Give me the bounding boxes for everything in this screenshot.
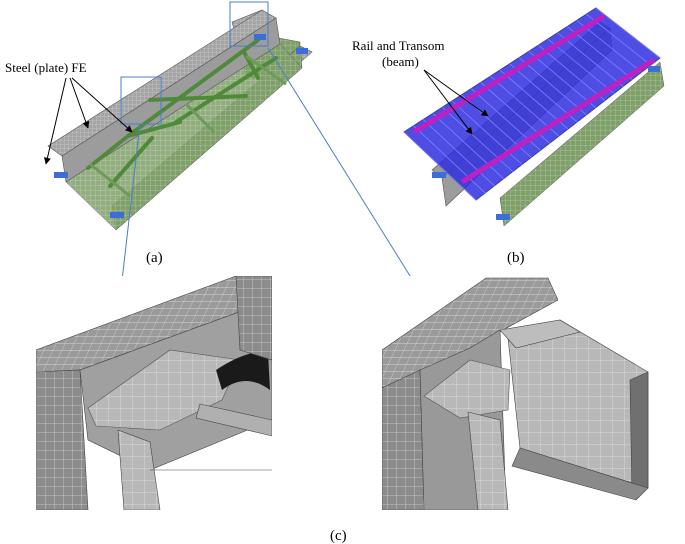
zoom-detail-right <box>382 276 658 510</box>
transom-slat <box>557 32 624 87</box>
caption-a: (a) <box>146 250 163 266</box>
label-rail-transom-line1: Rail and Transom <box>352 38 444 53</box>
zoom-left-stiffener <box>117 429 161 510</box>
supports-a <box>54 34 308 218</box>
zoom-left-opening <box>216 351 270 390</box>
zoom-left-web <box>36 369 89 510</box>
zoom-right-bottom-flange <box>511 447 649 501</box>
callout-arrow-left <box>116 123 141 299</box>
transom-slat <box>442 106 514 172</box>
transom-slat <box>518 57 587 116</box>
transom-slat <box>528 51 596 109</box>
transom-slat <box>509 63 578 123</box>
transom-slat <box>566 26 633 80</box>
callout-arrow-right <box>267 47 431 309</box>
callout-box-right <box>229 1 269 47</box>
transoms <box>403 7 661 201</box>
zoom-right-web <box>382 369 425 510</box>
zoom-right-beam-flange <box>499 319 581 349</box>
annotation-arrows-b <box>423 69 489 135</box>
transom-slat <box>595 7 661 59</box>
label-rail-transom-line2: (beam) <box>382 54 419 69</box>
callout-box-left <box>120 76 162 125</box>
transom-slat <box>538 44 606 101</box>
zoom-right-gusset <box>423 359 511 419</box>
transom-slat <box>432 113 504 179</box>
transom-slat <box>547 38 615 94</box>
model-b-rail-transom <box>403 7 665 227</box>
zoom-detail-left <box>36 276 272 510</box>
zoom-right-beam-end <box>629 371 649 497</box>
label-steel-plate-fe: Steel (plate) FE <box>5 60 87 75</box>
caption-c: (c) <box>330 528 347 544</box>
rail-left <box>412 13 606 135</box>
supports-b <box>432 66 660 220</box>
rail-right <box>460 57 656 185</box>
zoom-right-stiffener <box>467 411 509 510</box>
annotation-arrows-a <box>44 77 133 165</box>
transom-slat <box>576 20 642 73</box>
zoom-right-top-flange <box>382 277 559 389</box>
transverse-frames <box>89 54 287 198</box>
transom-slat <box>403 131 477 201</box>
model-a-steel-plate-fe <box>47 1 313 231</box>
floor-plate <box>65 43 303 231</box>
zoom-left-right-wall <box>235 276 272 361</box>
zoom-left-top-plate <box>36 276 272 373</box>
zoom-left-brace <box>195 403 272 437</box>
zoom-left-gusset <box>87 349 241 431</box>
transom-slat <box>422 119 495 187</box>
transom-slat <box>413 125 486 194</box>
caption-b: (b) <box>507 250 525 266</box>
